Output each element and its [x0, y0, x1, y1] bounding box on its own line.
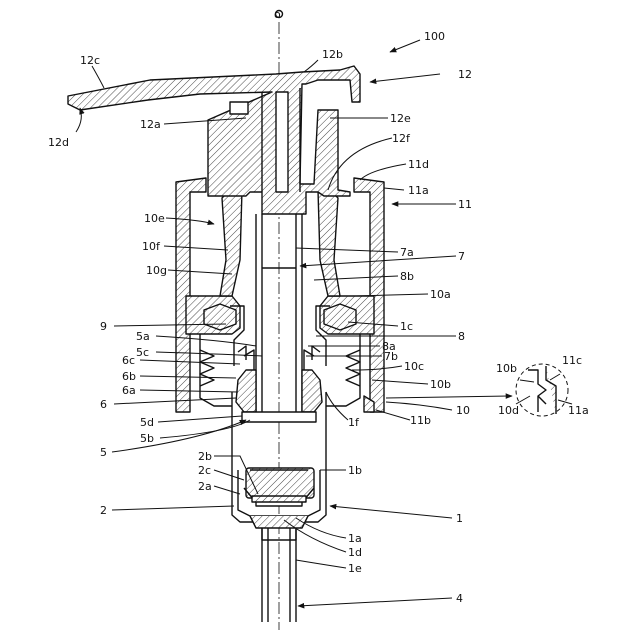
label-6b: 6b — [122, 370, 136, 383]
label-1b: 1b — [348, 464, 362, 477]
label-11: 11 — [458, 198, 472, 211]
label-6: 6 — [100, 398, 107, 411]
label-10: 10 — [456, 404, 470, 417]
label-5a: 5a — [136, 330, 150, 343]
label-2: 2 — [100, 504, 107, 517]
detail-label-11a: 11a — [568, 404, 589, 417]
pump-head — [68, 66, 360, 214]
label-7: 7 — [458, 250, 465, 263]
label-1d: 1d — [348, 546, 362, 559]
detail-label-10d: 10d — [498, 404, 519, 417]
label-100: 100 — [424, 30, 445, 43]
detail-label-10b: 10b — [496, 362, 517, 375]
label-12d: 12d — [48, 136, 69, 149]
label-10b: 10b — [430, 378, 451, 391]
label-6c: 6c — [122, 354, 135, 367]
label-7b: 7b — [384, 350, 398, 363]
label-5b: 5b — [140, 432, 154, 445]
label-12b: 12b — [322, 48, 343, 61]
label-4: 4 — [456, 592, 463, 605]
label-9: 9 — [100, 320, 107, 333]
label-5: 5 — [100, 446, 107, 459]
label-12c: 12c — [80, 54, 100, 67]
label-7a: 7a — [400, 246, 414, 259]
label-12e: 12e — [390, 112, 411, 125]
label-1e: 1e — [348, 562, 362, 575]
label-8: 8 — [458, 330, 465, 343]
label-10e: 10e — [144, 212, 165, 225]
label-1f: 1f — [348, 416, 360, 429]
spring-seat — [204, 304, 356, 330]
label-2c: 2c — [198, 464, 211, 477]
label-12f: 12f — [392, 132, 411, 145]
label-5d: 5d — [140, 416, 154, 429]
label-11a: 11a — [408, 184, 429, 197]
label-6a: 6a — [122, 384, 136, 397]
label-8b: 8b — [400, 270, 414, 283]
label-11b: 11b — [410, 414, 431, 427]
label-1c: 1c — [400, 320, 413, 333]
label-axis-o: o — [274, 8, 281, 21]
label-10a: 10a — [430, 288, 451, 301]
label-10c: 10c — [404, 360, 424, 373]
label-11d: 11d — [408, 158, 429, 171]
label-2b: 2b — [198, 450, 212, 463]
label-10g: 10g — [146, 264, 167, 277]
detail-label-11c: 11c — [562, 354, 582, 367]
label-1a: 1a — [348, 532, 362, 545]
label-2a: 2a — [198, 480, 212, 493]
detail-view — [516, 364, 568, 416]
label-5c: 5c — [136, 346, 149, 359]
label-10f: 10f — [142, 240, 161, 253]
label-12: 12 — [458, 68, 472, 81]
label-1: 1 — [456, 512, 463, 525]
label-12a: 12a — [140, 118, 161, 131]
